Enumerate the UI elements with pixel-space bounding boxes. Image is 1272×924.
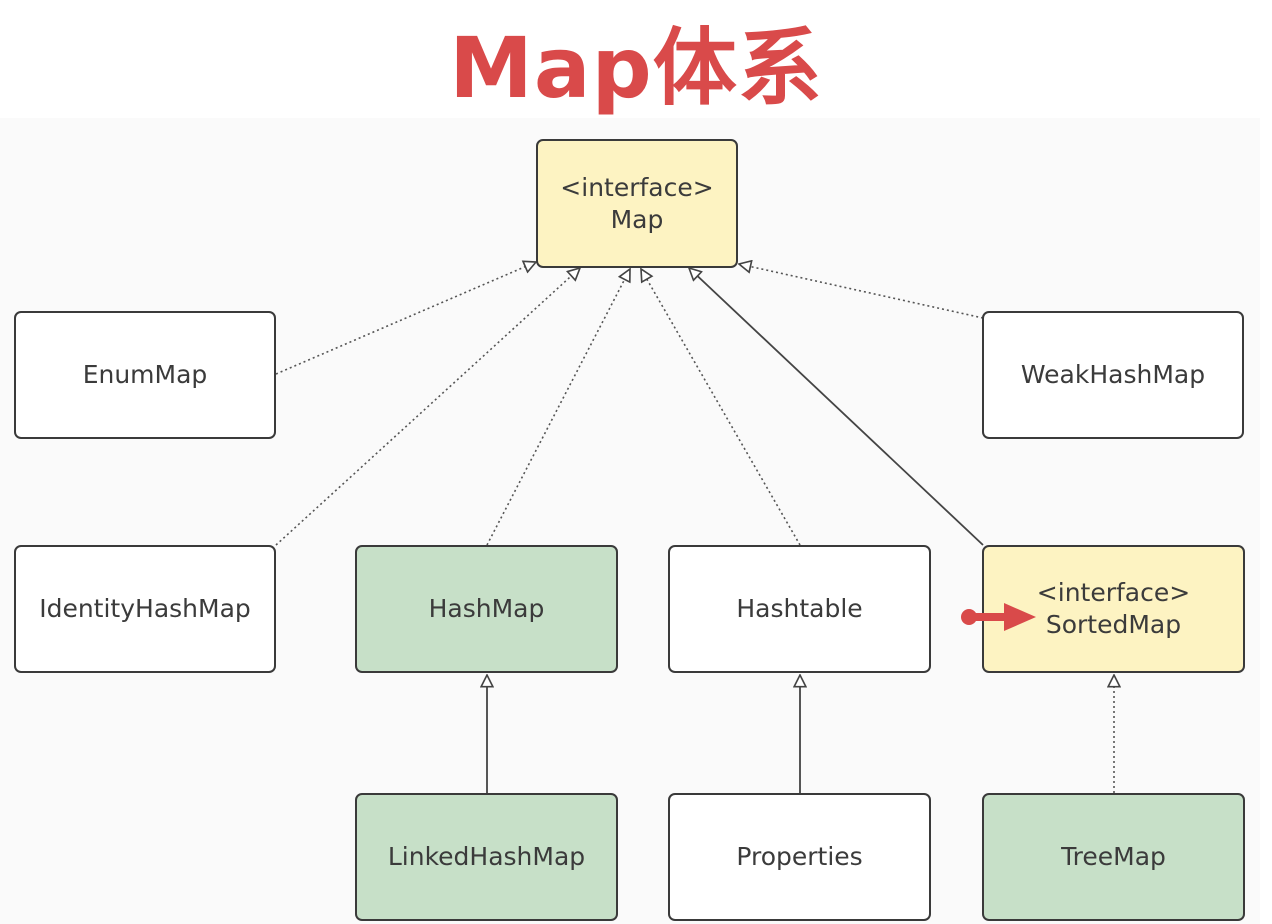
page-title: Map体系 — [449, 19, 823, 117]
hashmap-node: HashMap — [355, 545, 618, 673]
sortedmap-interface-node: <interface> SortedMap — [982, 545, 1245, 673]
hashtable-node: Hashtable — [668, 545, 931, 673]
edge-weakhashmap-to-map — [739, 264, 984, 319]
properties-label: Properties — [736, 842, 863, 871]
weakhashmap-node: WeakHashMap — [982, 311, 1244, 439]
weakhashmap-label: WeakHashMap — [1020, 360, 1206, 389]
identityhashmap-label: IdentityHashMap — [39, 594, 251, 623]
hashmap-label: HashMap — [428, 594, 545, 623]
edge-identityhashmap-to-map — [275, 268, 580, 546]
sortedmap-stereotype: <interface> — [1036, 578, 1191, 607]
edge-sortedmap-to-map — [689, 268, 984, 546]
edge-enummap-to-map — [275, 262, 536, 375]
hashtable-label: Hashtable — [736, 594, 863, 623]
map-stereotype: <interface> — [560, 172, 714, 202]
linkedhashmap-node: LinkedHashMap — [355, 793, 618, 921]
enummap-node: EnumMap — [14, 311, 276, 439]
red-pointer-arrow-icon — [961, 603, 1036, 631]
linkedhashmap-label: LinkedHashMap — [387, 842, 586, 871]
edge-hashmap-to-map — [486, 269, 630, 546]
properties-node: Properties — [668, 793, 931, 921]
identityhashmap-node: IdentityHashMap — [14, 545, 276, 673]
enummap-label: EnumMap — [82, 360, 208, 389]
treemap-label: TreeMap — [1061, 842, 1166, 871]
map-interface-node: <interface> Map — [536, 139, 738, 268]
map-label: Map — [610, 204, 664, 234]
sortedmap-label: SortedMap — [1045, 610, 1182, 639]
edge-hashtable-to-map — [641, 269, 801, 546]
treemap-node: TreeMap — [982, 793, 1245, 921]
